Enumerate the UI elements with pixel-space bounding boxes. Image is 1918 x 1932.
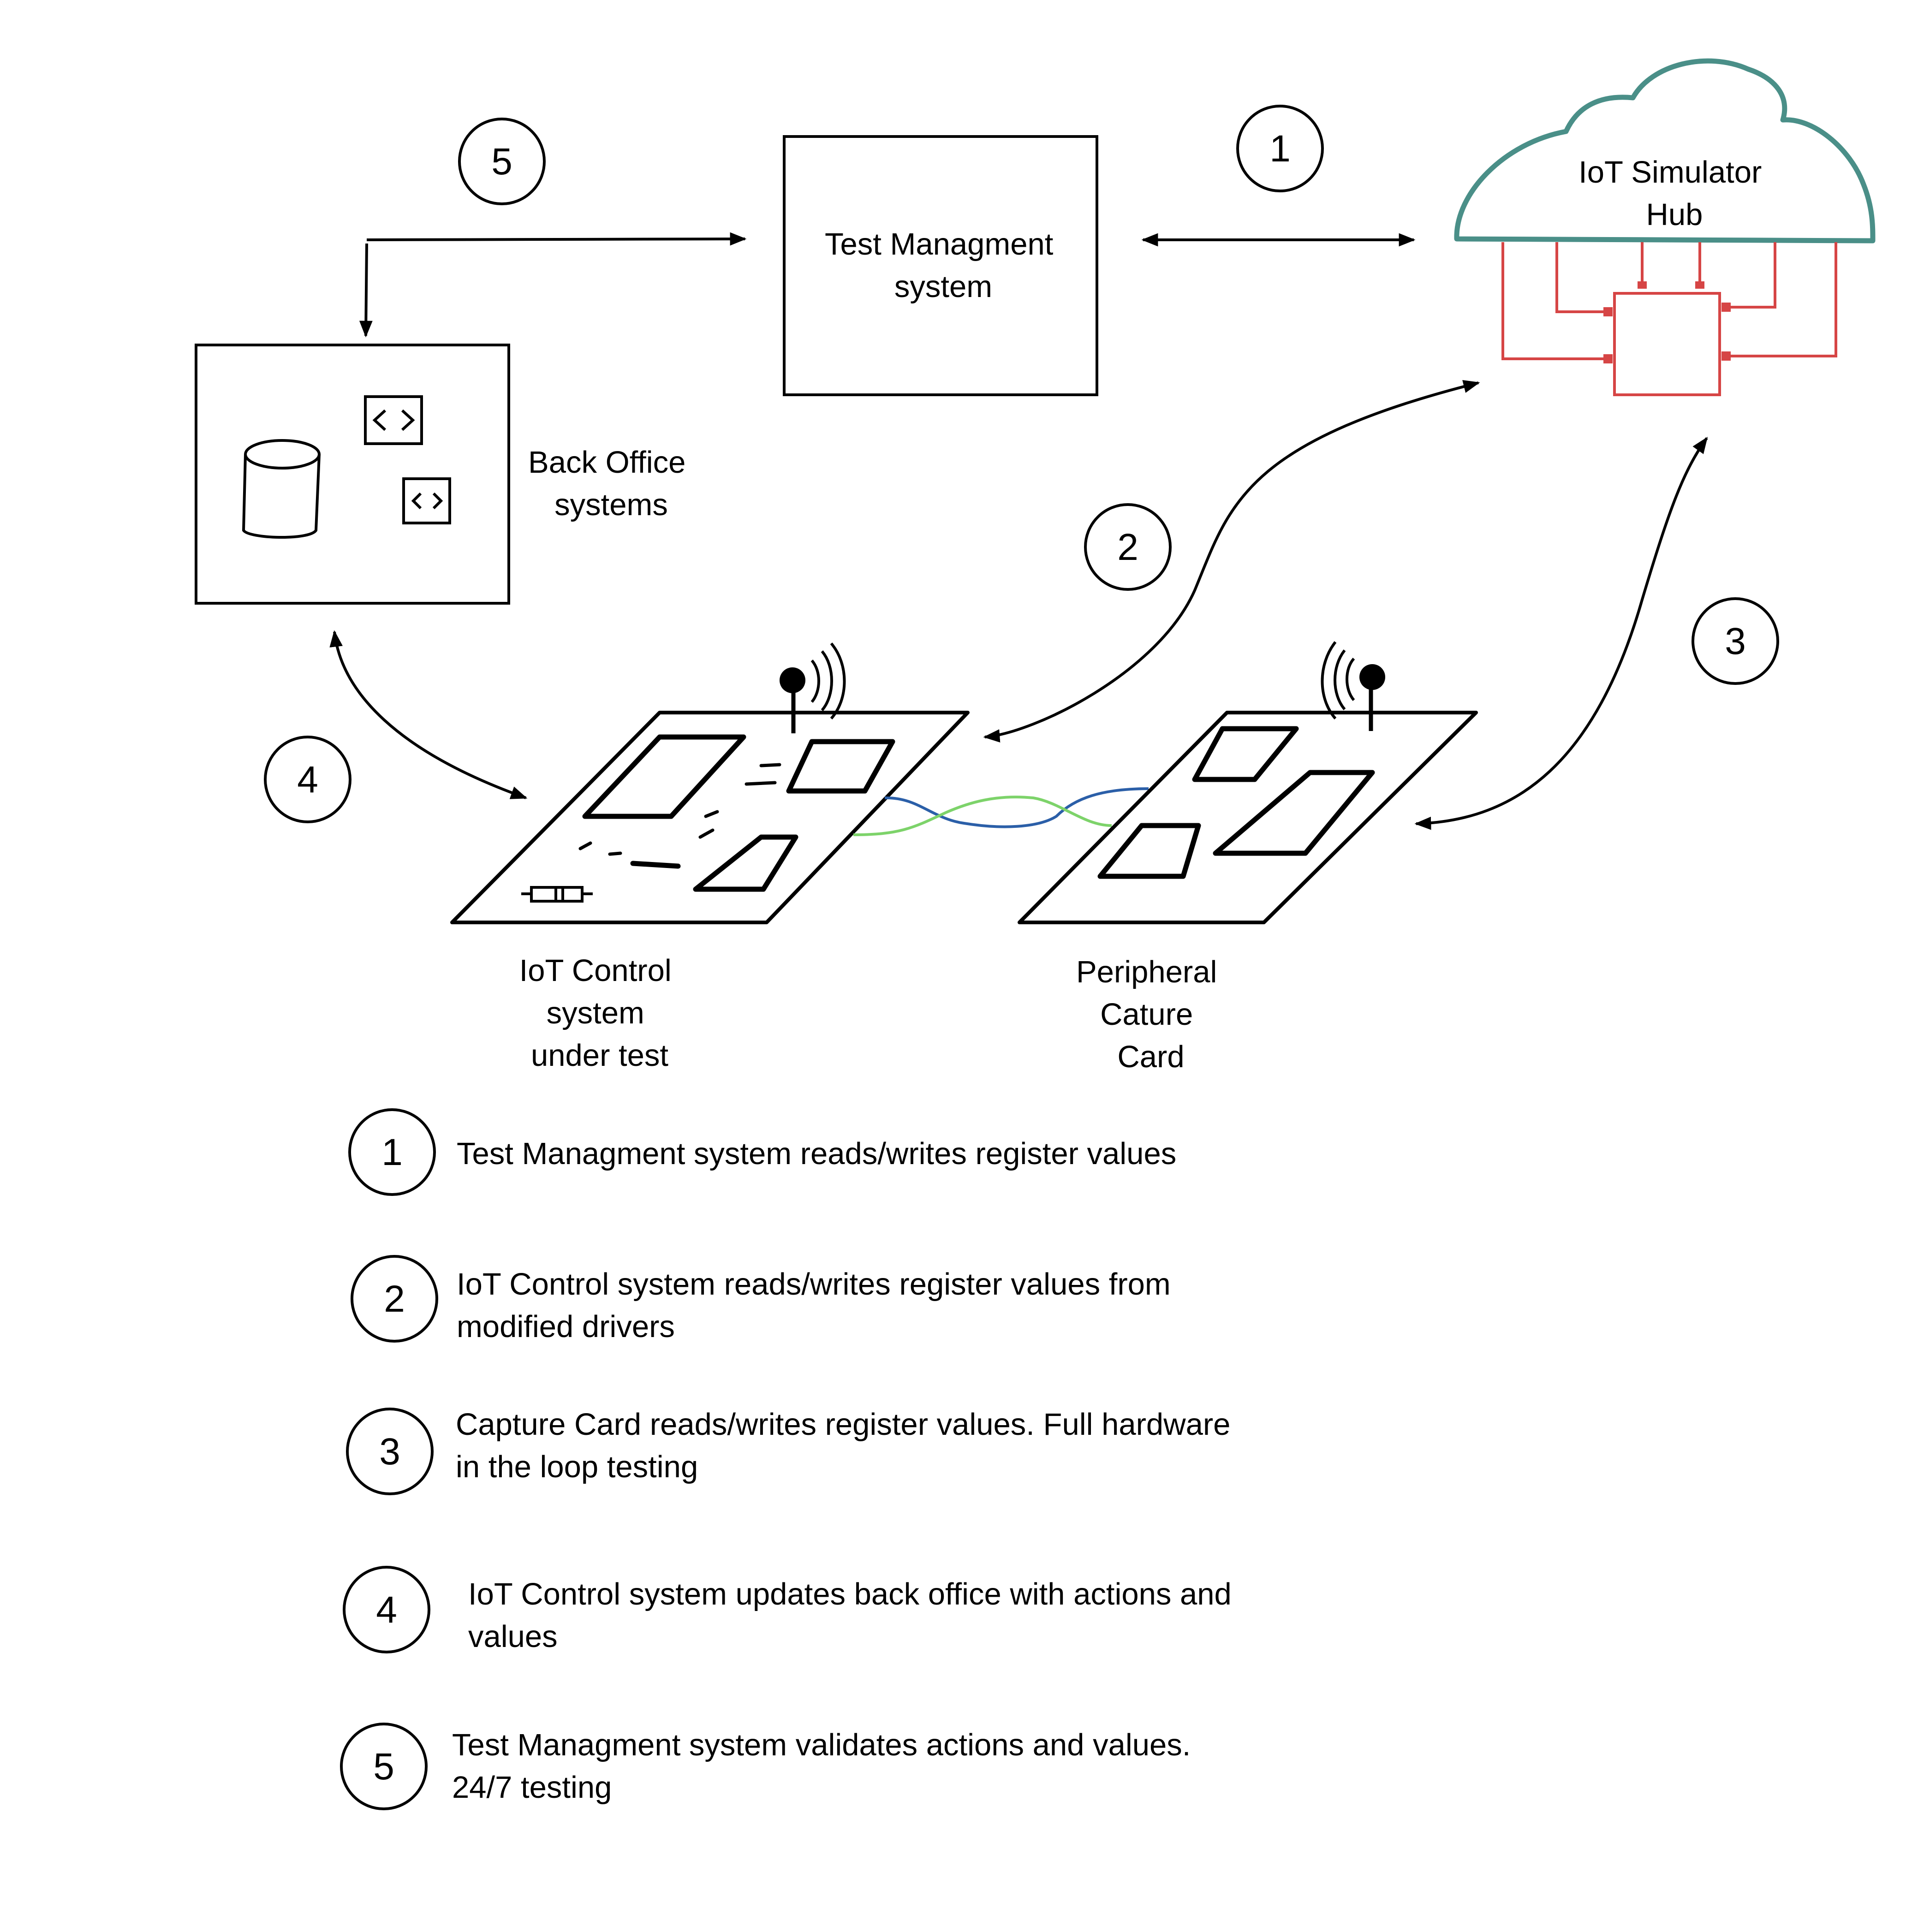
legend-item-5-line2: 24/7 testing [452,1770,612,1805]
legend-item-3: 3 Capture Card reads/writes register val… [346,1407,1239,1495]
iot-control-board: IoT Control system under test [450,642,970,1073]
iot-control-label: IoT Control system under test [519,953,680,1073]
board-traces [578,763,781,869]
step-marker-2: 2 [1084,503,1172,591]
step-marker-1-number: 1 [1269,128,1291,170]
peripheral-card-board: Peripheral Cature Card [1018,641,1478,1074]
antenna-icon [1321,641,1385,731]
step-markers: 5 1 2 3 4 [264,105,1779,823]
wire-green [853,796,1112,836]
legend-marker-1 [348,1108,436,1196]
iot-simulator-hub-label-line1: IoT Simulator [1578,155,1762,190]
step-marker-2-number: 2 [1117,526,1138,568]
board-outline [1018,711,1478,924]
legend-item-2-line2: modified drivers [457,1309,675,1344]
legend-item-4-line2: values [468,1619,558,1654]
legend-item-3-text: Capture Card reads/writes register value… [456,1407,1239,1484]
legend-marker-2-number: 2 [384,1278,405,1320]
legend-item-4: 4 IoT Control system updates back office… [343,1566,1240,1654]
code-icon [364,395,423,445]
legend-item-5-line1: Test Managment system validates actions … [452,1728,1191,1762]
step-marker-1: 1 [1236,105,1324,192]
legend-item-3-line2: in the loop testing [456,1450,698,1484]
legend-item-1-line1: Test Managment system reads/writes regis… [457,1136,1176,1171]
arrow-2 [983,380,1480,743]
legend-marker-4-number: 4 [376,1589,397,1631]
test-management-box [783,135,1098,396]
iot-control-label-line1: IoT Control [519,953,672,988]
legend-marker-4 [343,1566,430,1653]
code-icon-small [402,477,451,524]
cloud-shape [1454,58,1876,244]
test-management-label-line1: Test Managment [825,227,1054,262]
peripheral-card-label-line2: Cature [1100,997,1193,1032]
peripheral-card-label: Peripheral Cature Card [1076,955,1226,1074]
step-marker-5-number: 5 [491,141,512,183]
step-marker-4: 4 [264,736,351,823]
legend-marker-5 [340,1723,428,1810]
back-office-label-line1: Back Office [528,445,685,480]
back-office-label-line2: systems [554,487,668,522]
step-marker-4-number: 4 [297,759,318,801]
test-management-label-line2: system [894,269,992,304]
iot-control-label-line2: system [547,996,644,1030]
antenna-icon [780,642,846,733]
board-outline [450,711,970,924]
back-office-box [195,344,510,605]
iot-simulator-hub-node: IoT Simulator Hub [1454,58,1876,396]
legend-marker-5-number: 5 [373,1746,394,1788]
wire-blue [884,787,1149,828]
legend-item-1: 1 Test Managment system reads/writes reg… [348,1108,1176,1196]
arrow-3 [1414,437,1708,830]
iot-control-label-line3: under test [531,1038,668,1073]
arrow-5-horizontal [366,232,747,246]
legend-item-1-text: Test Managment system reads/writes regis… [457,1136,1176,1171]
legend: 1 Test Managment system reads/writes reg… [340,1108,1240,1810]
legend-marker-1-number: 1 [381,1131,403,1173]
database-icon [242,439,321,539]
peripheral-card-label-line1: Peripheral [1076,955,1217,989]
legend-item-2: 2 IoT Control system reads/writes regist… [351,1255,1179,1344]
hub-circuit [1501,242,1837,396]
back-office-label: Back Office systems [528,445,694,522]
arrow-4 [329,630,528,799]
iot-simulator-hub-label-line2: Hub [1646,197,1703,232]
step-marker-3: 3 [1692,597,1779,685]
legend-item-2-line1: IoT Control system reads/writes register… [457,1267,1171,1302]
step-marker-5: 5 [458,118,546,205]
arrow-5-vertical [359,243,373,338]
board-chips [582,734,895,892]
legend-item-2-text: IoT Control system reads/writes register… [457,1267,1179,1344]
flow-arrows [329,232,1708,830]
legend-marker-3-number: 3 [379,1431,400,1473]
board-connecting-wires [853,787,1149,836]
hub-chip [1613,292,1721,396]
legend-marker-2 [351,1255,438,1343]
test-management-label: Test Managment system [825,227,1062,304]
step-marker-3-number: 3 [1725,620,1746,662]
legend-item-5: 5 Test Managment system validates action… [340,1723,1199,1810]
legend-marker-3 [346,1408,434,1495]
test-management-node: Test Managment system [783,135,1098,396]
legend-item-4-text: IoT Control system updates back office w… [468,1577,1240,1654]
hub-circuit-pins [1603,281,1731,363]
legend-item-5-text: Test Managment system validates actions … [452,1728,1199,1805]
iot-simulator-hub-label: IoT Simulator Hub [1578,155,1770,232]
peripheral-card-label-line3: Card [1117,1040,1184,1074]
legend-item-3-line1: Capture Card reads/writes register value… [456,1407,1230,1442]
resistor-icon [521,886,593,903]
legend-item-4-line1: IoT Control system updates back office w… [468,1577,1232,1611]
back-office-node: Back Office systems [195,344,694,605]
